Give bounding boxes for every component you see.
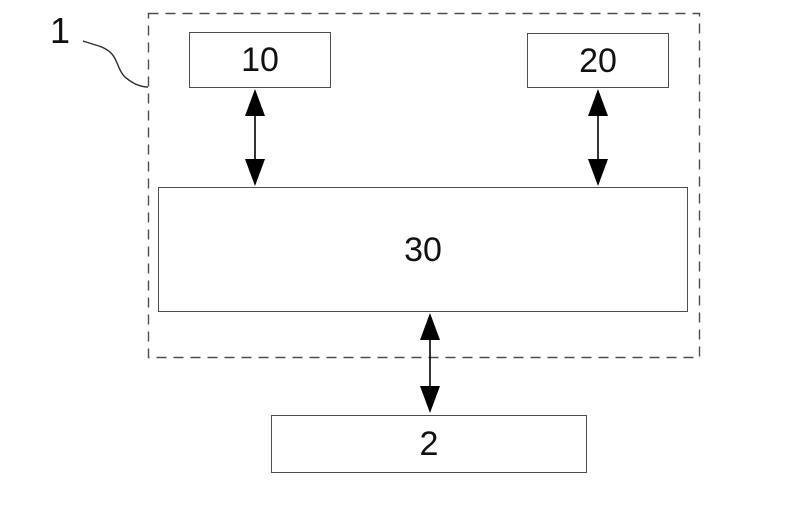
block-2-label: 2: [419, 425, 439, 463]
arrow-20-30: [588, 89, 608, 186]
block-10: 10: [189, 32, 331, 88]
arrowhead-down-icon: [420, 386, 440, 413]
arrow-30-2: [420, 313, 440, 413]
arrow-10-30: [245, 89, 265, 186]
arrowhead-up-icon: [420, 313, 440, 340]
block-30-label: 30: [404, 230, 442, 269]
block-20: 20: [527, 33, 669, 88]
arrowhead-down-icon: [588, 159, 608, 186]
block-2: 2: [271, 415, 587, 473]
system-label-1: 1: [50, 10, 71, 51]
arrowhead-down-icon: [245, 159, 265, 186]
arrowhead-up-icon: [245, 89, 265, 116]
block-30: 30: [158, 187, 688, 312]
block-10-label: 10: [241, 41, 279, 79]
leader-line-1: [82, 40, 149, 88]
arrowhead-up-icon: [588, 89, 608, 116]
block-20-label: 20: [579, 41, 617, 80]
